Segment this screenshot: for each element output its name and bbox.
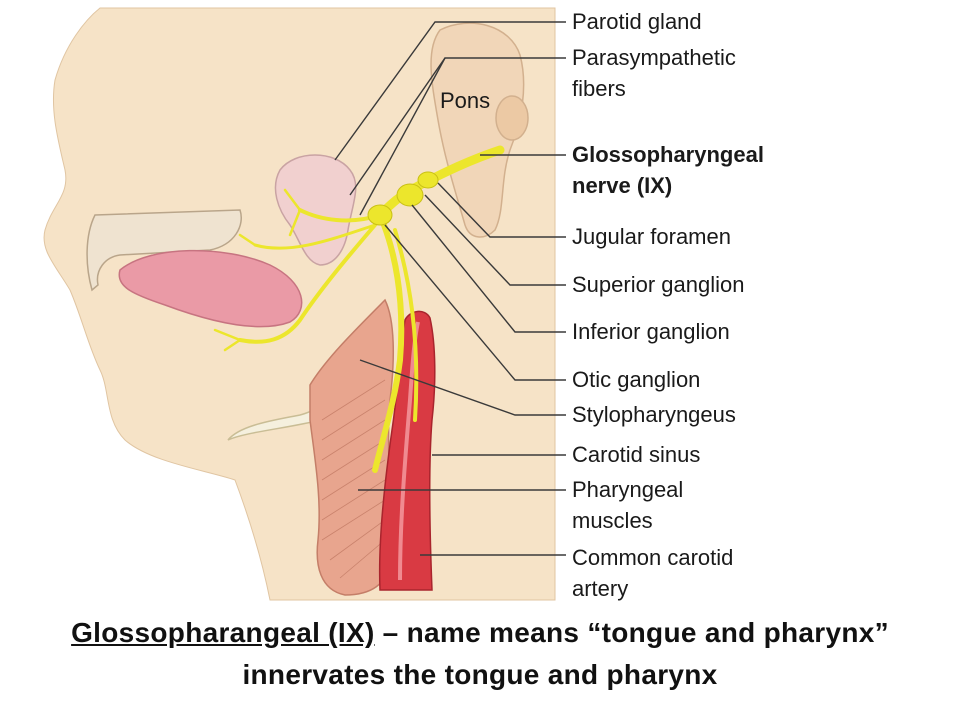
leader-lines [334,21,566,556]
label-carotid-sinus: Carotid sinus [572,442,701,467]
inferior-ganglion [396,183,424,207]
tongue [118,249,303,328]
nerve-diagram: Pons Parotid gland Parasympathetic fiber… [43,7,764,601]
slide-caption: Glossopharangeal (IX) – name means “tong… [0,612,960,696]
label-pharyngeal-muscles: Pharyngeal muscles [572,477,684,533]
pons-label: Pons [440,88,491,113]
brainstem [430,22,525,238]
superior-ganglion [417,171,439,189]
label-jugular-foramen: Jugular foramen [572,224,731,249]
label-glossopharyngeal-nerve: Glossopharyngeal nerve (IX) [572,142,764,198]
label-common-carotid-artery: Common carotid artery [572,545,734,601]
label-superior-ganglion: Superior ganglion [572,272,745,297]
label-otic-ganglion: Otic ganglion [572,367,701,392]
label-parotid-gland: Parotid gland [572,9,702,34]
hard-palate [86,209,242,292]
pons [495,95,529,141]
caption-description: – name means “tongue and pharynx” innerv… [242,617,889,690]
caption-nerve-name: Glossopharangeal (IX) [71,617,375,648]
label-inferior-ganglion: Inferior ganglion [572,319,730,344]
label-parasympathetic-fibers: Parasympathetic fibers [572,45,736,101]
label-stylopharyngeus: Stylopharyngeus [572,402,736,427]
anatomy-illustration [43,7,566,601]
otic-ganglion [367,204,393,226]
